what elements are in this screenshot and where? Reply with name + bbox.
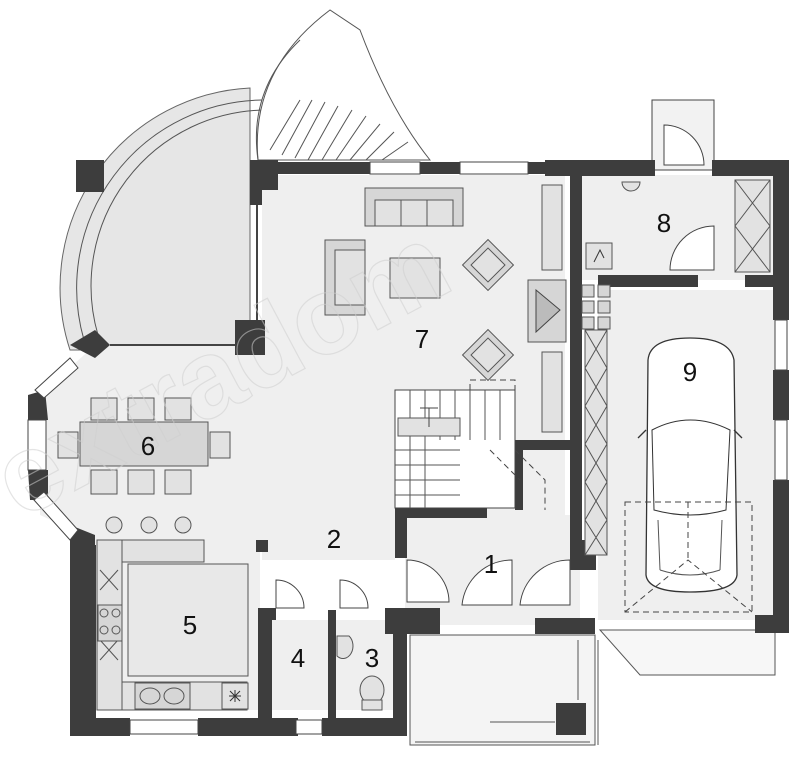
stove-icon [97,604,123,642]
cabinet [541,184,563,271]
boiler-icon [585,242,613,270]
room-number-dining: 6 [141,431,155,461]
storage-rack [734,179,771,273]
boiler-sink-icon [621,181,641,192]
sofa-icon [364,187,464,227]
terrace [59,87,267,351]
bar-stools [105,516,192,534]
porch-rail [577,640,599,745]
washbasin-icon [336,635,354,659]
sink-icon [134,682,191,710]
sofa-left-icon [324,239,366,316]
porch-steps [415,721,590,743]
stairs [394,379,546,510]
fridge-icon [221,682,249,710]
armchair-icon [461,238,515,292]
toilet-icon [359,675,385,711]
room-number-boiler: 8 [657,208,671,238]
room-number-wc: 3 [365,643,379,673]
walls [28,160,789,736]
armchair-icon [461,328,515,382]
chimney-vents [581,284,611,330]
garage-shelving [584,329,608,556]
windows [27,161,788,735]
room-number-living: 7 [415,324,429,354]
room-number-utility: 4 [291,643,305,673]
room-number-kitchen: 5 [183,610,197,640]
coffee-table [389,257,441,299]
garage-door-diagonals [624,502,753,613]
cabinet [541,351,563,433]
kitchen-island [127,563,249,677]
garden-steps [255,9,432,161]
doors [275,124,715,609]
room-number-hall: 1 [484,549,498,579]
tv-icon [397,407,461,437]
garage-apron [598,629,776,676]
car-icon [637,337,743,593]
utility-floor [272,620,328,710]
room-number-garage: 9 [683,357,697,387]
fireplace-icon [527,279,567,343]
dining-table-icon [57,397,231,495]
room-number-corridor: 2 [327,524,341,554]
